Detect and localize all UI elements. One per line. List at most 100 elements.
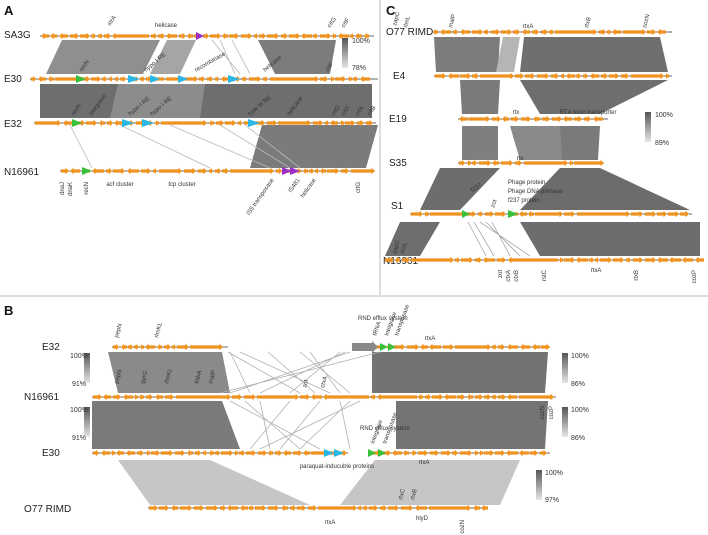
gene-arrow (209, 119, 214, 127)
track-label-n16961: N16961 (383, 256, 418, 267)
gene-label: malP (208, 370, 217, 385)
gene-arrow (320, 32, 331, 40)
track-label-e4: E4 (393, 71, 406, 82)
gene-arrow (448, 72, 459, 80)
scale-min: 78% (352, 65, 366, 72)
gene-marker-cyan (334, 449, 344, 457)
track-label-o77-rimd: O77 RIMD (24, 504, 71, 515)
gene-label: cozN (540, 406, 546, 420)
gene-arrow (171, 504, 178, 512)
gene-arrow (388, 504, 399, 512)
gene-arrow (203, 449, 207, 457)
gene-arrow (392, 449, 402, 457)
gene-label: Phage DNA primase (508, 189, 563, 195)
gene-arrow (270, 75, 319, 83)
gene-arrow (308, 504, 317, 512)
gene-label: rtxB (410, 489, 419, 501)
gene-arrow (407, 343, 419, 351)
band-lines (69, 124, 301, 169)
gene-arrow (268, 504, 279, 512)
gene-arrow (195, 449, 201, 457)
gene-arrow (127, 167, 139, 175)
gene-marker-gray (352, 341, 378, 353)
gene-label: recombinase (194, 51, 227, 74)
band (258, 40, 336, 74)
gene-arrow (522, 28, 530, 36)
gene-arrow (564, 210, 575, 218)
gene-label: tRNA (372, 321, 383, 337)
gene-arrow (577, 210, 630, 218)
gene-arrow (351, 167, 375, 175)
gene-arrow (278, 119, 311, 127)
gene-track-e19 (458, 115, 608, 123)
gene-track-s1 (410, 210, 692, 218)
gene-label: rtxA (419, 460, 430, 466)
gene-label: rstC (542, 269, 548, 281)
gene-arrow (519, 210, 527, 218)
gene-arrow (528, 210, 534, 218)
gene-arrow (338, 32, 349, 40)
gene-arrow (209, 449, 214, 457)
gene-arrow (475, 393, 483, 401)
gene-marker-green (380, 343, 388, 351)
gene-arrow (340, 119, 344, 127)
gene-arrow (102, 75, 107, 83)
gene-label: gyrG (140, 370, 149, 384)
gene-arrow (140, 75, 145, 83)
band (118, 460, 310, 505)
gene-arrow (484, 393, 491, 401)
gene-arrow (48, 75, 54, 83)
gene-arrow (199, 75, 205, 83)
gene-arrow (241, 32, 252, 40)
gene-arrow (323, 393, 369, 401)
gene-arrow (612, 28, 621, 36)
gene-label: rlmL (400, 241, 409, 254)
gene-arrow (600, 256, 612, 264)
gene-arrow (590, 72, 599, 80)
gene-arrow (227, 504, 238, 512)
gene-arrow (238, 119, 242, 127)
gene-arrow (225, 119, 236, 127)
gene-label: cItG (331, 104, 342, 117)
gene-label: cItA (355, 105, 366, 117)
gene-arrow (530, 449, 538, 457)
gene-arrow (113, 343, 119, 351)
gene-arrow (318, 504, 357, 512)
gene-arrow (403, 449, 409, 457)
gene-arrow (335, 75, 346, 83)
gene-arrow (263, 75, 268, 83)
gene-arrow (303, 449, 310, 457)
gene-arrow (303, 167, 308, 175)
gene-label: zot (498, 270, 504, 278)
gene-arrow (153, 167, 157, 175)
band (396, 401, 548, 449)
gene-arrow (498, 393, 506, 401)
gene-arrow (669, 256, 681, 264)
gene-marker-green (388, 343, 396, 351)
gene-track-o77-rimd (148, 504, 488, 512)
gene-arrow (647, 28, 656, 36)
gene-arrow (249, 75, 261, 83)
gene-track-n16961 (92, 393, 556, 401)
track-label-n16961: N16961 (24, 392, 59, 403)
gene-marker-cyan (228, 75, 240, 83)
gene-arrow (313, 119, 323, 127)
gene-arrow (695, 256, 704, 264)
gene-arrow (134, 393, 138, 401)
gene-arrow (258, 449, 267, 457)
gene-arrow (551, 72, 559, 80)
gene-arrow (555, 28, 597, 36)
gene-arrow (281, 32, 288, 40)
gene-arrow (210, 32, 221, 40)
gene-track-o77-rimd (432, 28, 672, 36)
band (520, 168, 690, 210)
gene-arrow (360, 75, 370, 83)
band-lines (219, 351, 381, 394)
gene-arrow (521, 115, 531, 123)
band (462, 126, 498, 160)
gene-arrow (158, 32, 165, 40)
track-label-e19: E19 (389, 114, 407, 125)
band (520, 222, 700, 256)
gene-label: cItX (341, 105, 352, 117)
gene-arrow (520, 343, 530, 351)
